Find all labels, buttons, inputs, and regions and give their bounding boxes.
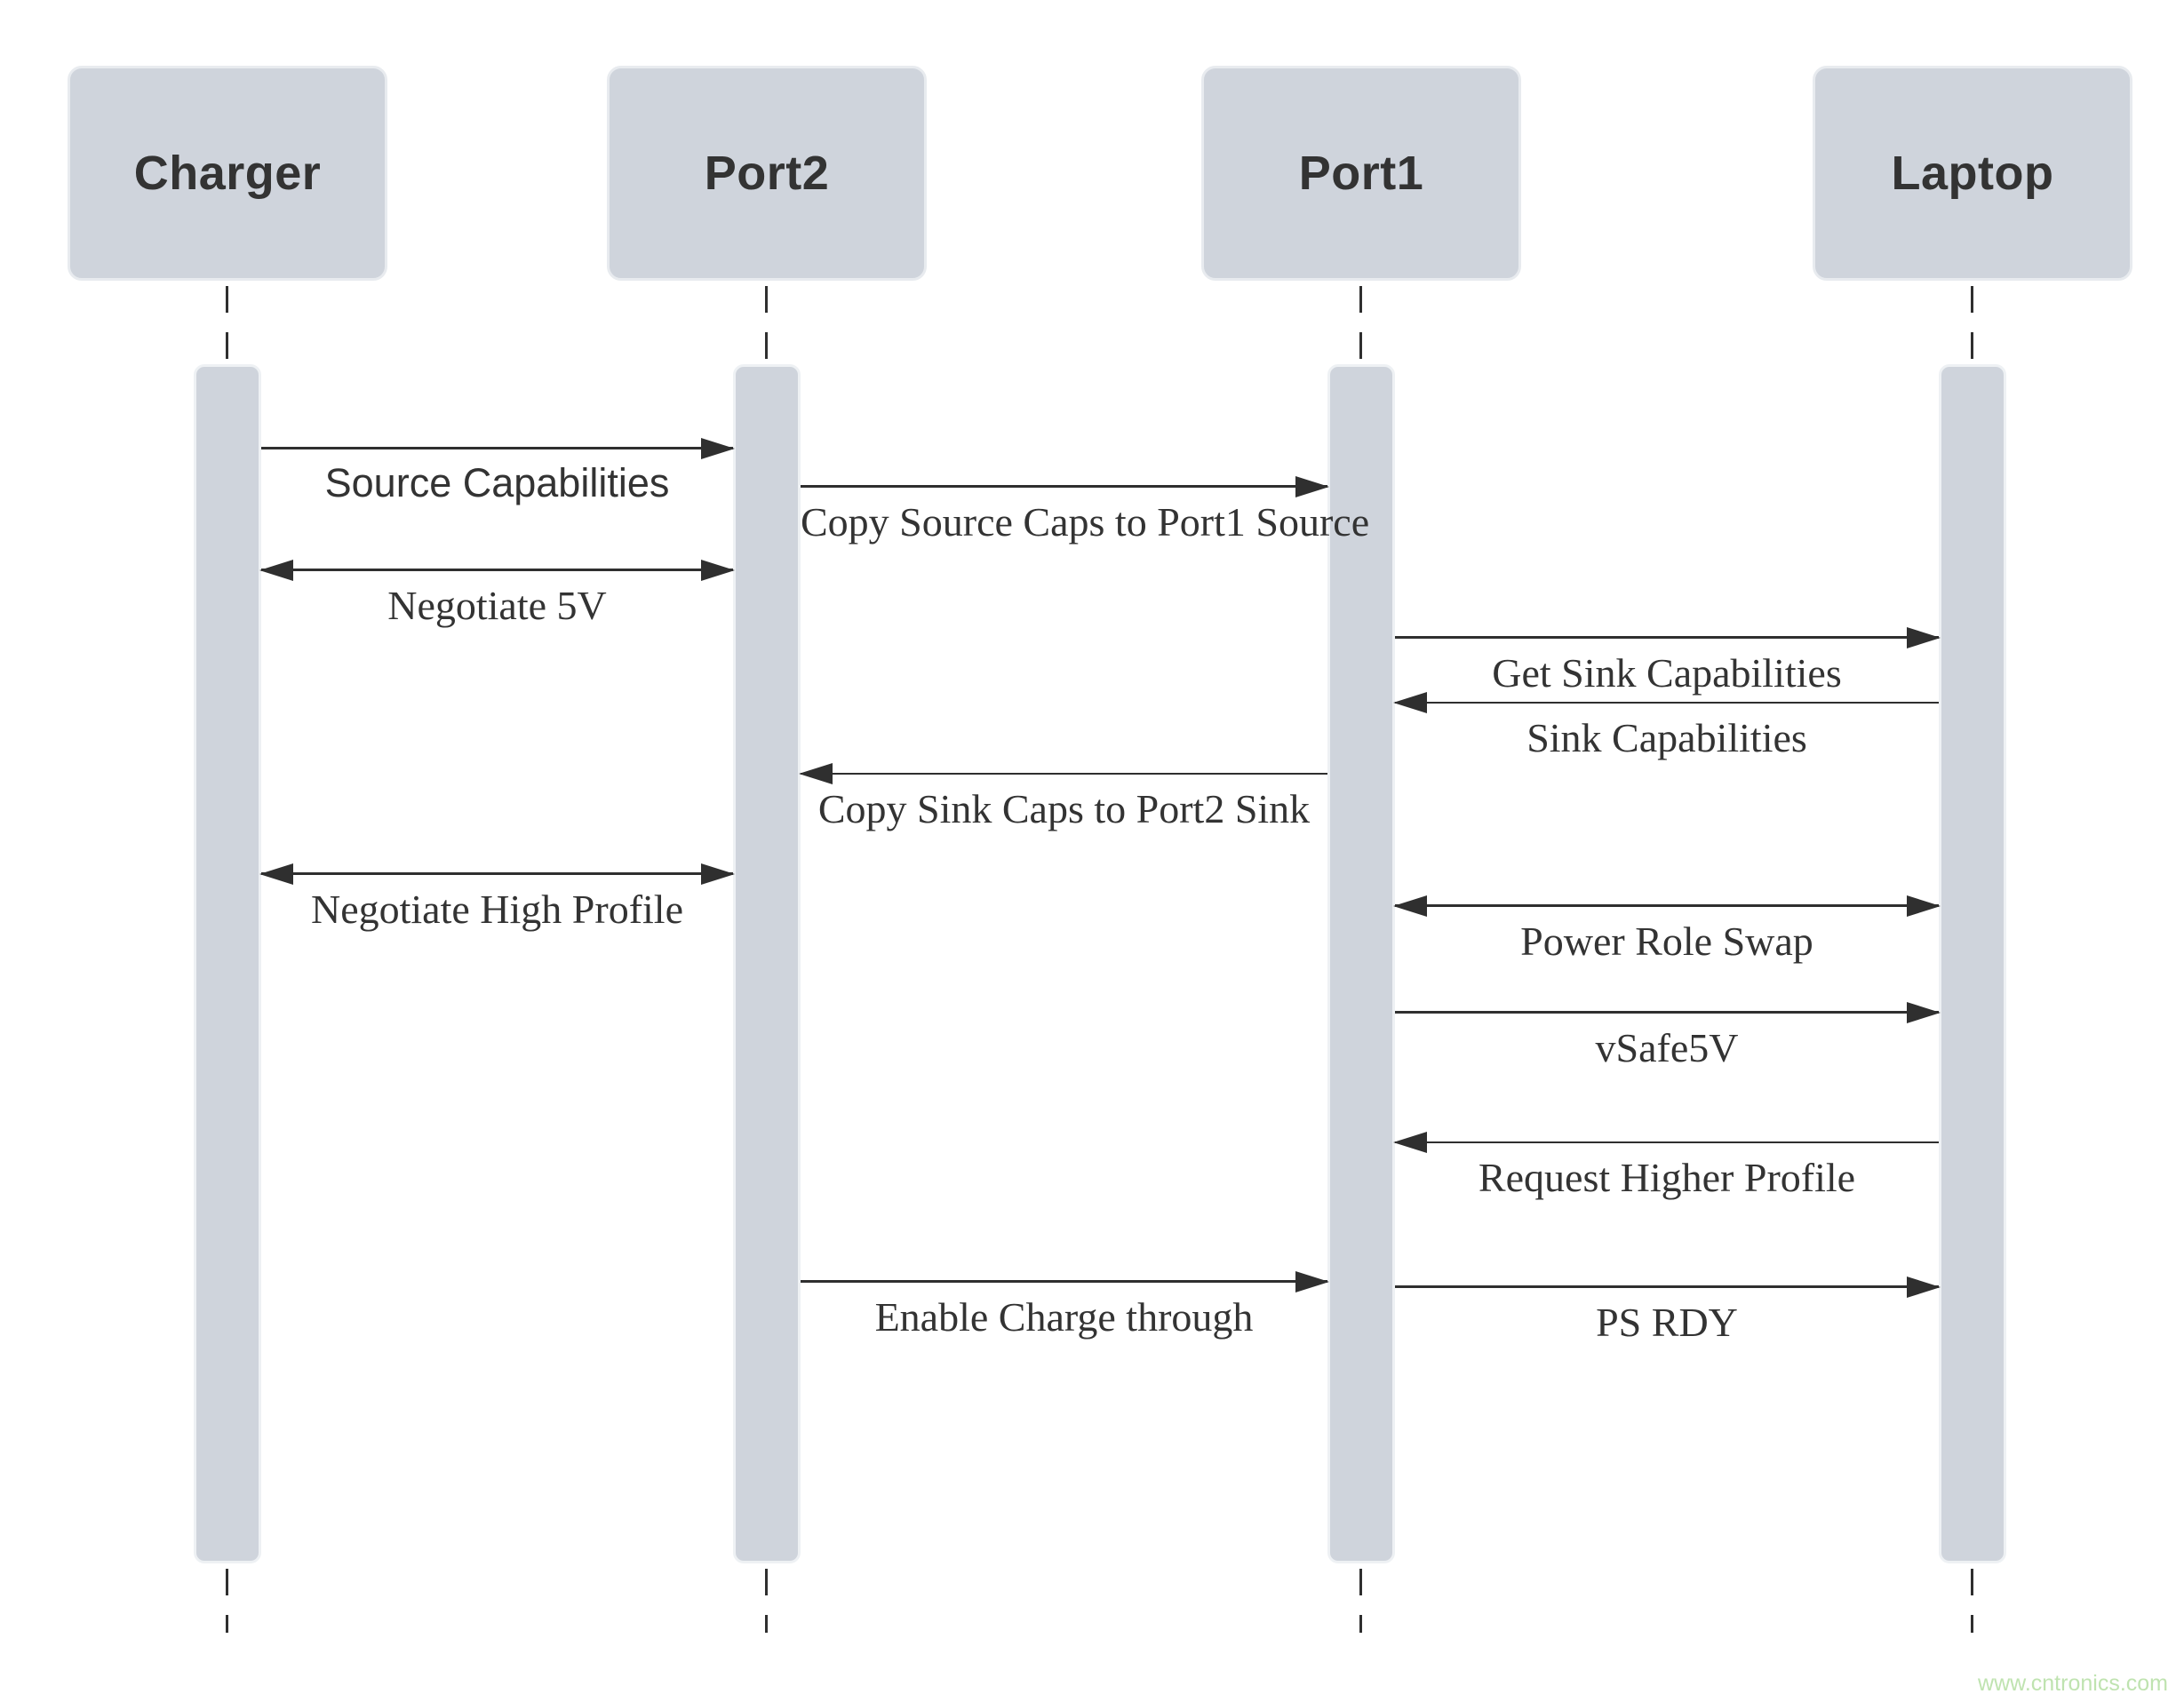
activation-bar-laptop: [1939, 364, 2006, 1563]
message-power-role-swap: Power Role Swap: [1393, 895, 1941, 964]
message-label: Sink Capabilities: [1526, 715, 1807, 760]
message-copy-source-caps: Copy Source Caps to Port1 Source: [801, 476, 1369, 545]
lifeline-dash-port1-tail: [1359, 1569, 1362, 1633]
lifeline-dash-charger-tail: [226, 1569, 228, 1633]
message-copy-sink-caps: Copy Sink Caps to Port2 Sink: [799, 763, 1327, 831]
arrowhead-left-icon: [259, 560, 293, 581]
arrowhead-left-icon: [1393, 1132, 1427, 1153]
arrowhead-right-icon: [701, 438, 735, 459]
arrowhead-right-icon: [701, 560, 735, 581]
lifeline-dash-laptop-tail: [1971, 1569, 1973, 1633]
lifeline-dash-port1-top: [1359, 286, 1362, 362]
message-label: Copy Source Caps to Port1 Source: [801, 499, 1370, 545]
watermark-text: www.cntronics.com: [1978, 1671, 2168, 1696]
actor-box-charger: Charger: [68, 66, 387, 281]
activation-bar-port2: [733, 364, 801, 1563]
message-sink-capabilities: Sink Capabilities: [1393, 692, 1939, 760]
message-label: Power Role Swap: [1520, 919, 1813, 964]
message-source-capabilities: Source Capabilities: [261, 438, 735, 505]
message-label: vSafe5V: [1595, 1025, 1739, 1070]
message-negotiate-5v: Negotiate 5V: [259, 560, 735, 628]
lifeline-dash-laptop-top: [1971, 286, 1973, 362]
arrowhead-left-icon: [1393, 895, 1427, 917]
arrowhead-right-icon: [1295, 1271, 1329, 1292]
message-enable-charge-through: Enable Charge through: [801, 1271, 1329, 1340]
arrowhead-right-icon: [701, 863, 735, 885]
lifeline-dash-charger-top: [226, 286, 228, 362]
message-get-sink-capabilities: Get Sink Capabilities: [1395, 627, 1941, 696]
message-label: Get Sink Capabilities: [1492, 650, 1842, 696]
message-label: Request Higher Profile: [1478, 1155, 1856, 1200]
actor-box-port2: Port2: [607, 66, 927, 281]
arrowhead-right-icon: [1907, 627, 1941, 648]
activation-bar-port1: [1327, 364, 1395, 1563]
lifeline-dash-port2-top: [765, 286, 768, 362]
actor-box-port1: Port1: [1201, 66, 1521, 281]
arrowhead-right-icon: [1295, 476, 1329, 497]
arrowhead-left-icon: [1393, 692, 1427, 713]
message-label: Negotiate High Profile: [310, 887, 683, 932]
message-request-higher-profile: Request Higher Profile: [1393, 1132, 1939, 1200]
message-ps-rdy: PS RDY: [1395, 1276, 1941, 1345]
arrowhead-right-icon: [1907, 1002, 1941, 1023]
message-negotiate-high-profile: Negotiate High Profile: [259, 863, 735, 932]
message-label: Negotiate 5V: [387, 583, 607, 628]
message-label: Source Capabilities: [324, 460, 670, 505]
message-label: Enable Charge through: [874, 1294, 1254, 1340]
message-vsafe5v: vSafe5V: [1395, 1002, 1941, 1070]
message-label: PS RDY: [1596, 1300, 1738, 1345]
arrowhead-left-icon: [259, 863, 293, 885]
arrowhead-right-icon: [1907, 1276, 1941, 1298]
arrowhead-right-icon: [1907, 895, 1941, 917]
actor-box-laptop: Laptop: [1813, 66, 2132, 281]
arrowhead-left-icon: [799, 763, 833, 784]
activation-bar-charger: [194, 364, 261, 1563]
message-label: Copy Sink Caps to Port2 Sink: [817, 786, 1311, 831]
lifeline-dash-port2-tail: [765, 1569, 768, 1633]
